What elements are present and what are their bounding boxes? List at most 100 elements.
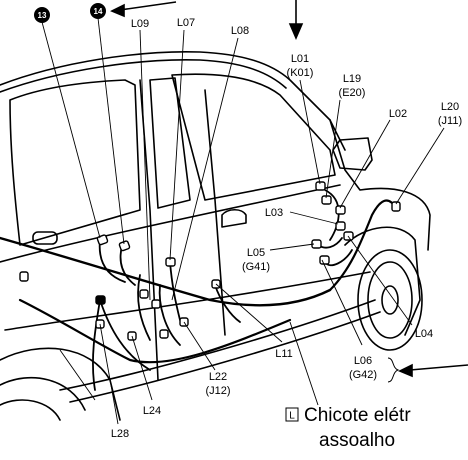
- wiring-harness: [0, 189, 398, 391]
- leader-l24: [131, 335, 153, 401]
- connector-l03: [335, 221, 346, 231]
- sill-line: [59, 299, 376, 391]
- legend: L Chicote elétr assoalho: [285, 405, 411, 451]
- connector-l08: [165, 257, 176, 267]
- connector-l09: [96, 234, 109, 246]
- harness-branch-mid: [137, 274, 151, 341]
- top-arrows: [110, 0, 468, 378]
- label-l06: L06: [354, 355, 372, 367]
- front-door-handle: [221, 208, 247, 228]
- label-j12: (J12): [205, 385, 230, 397]
- leader-m14: [97, 17, 125, 245]
- leader-l09: [139, 29, 151, 301]
- arrow-left-icon: [110, 3, 125, 18]
- label-l08: L08: [231, 25, 249, 37]
- leader-l02: [339, 119, 391, 209]
- arrow-right-shaft: [409, 364, 468, 371]
- leader-l11: [215, 283, 283, 343]
- label-l28: L28: [111, 428, 129, 440]
- connector-rear-2: [95, 295, 106, 305]
- rear-window: [9, 79, 141, 246]
- front-wheel-mid: [367, 261, 413, 339]
- connector-l20: [391, 201, 401, 212]
- roof-inner-line: [0, 58, 287, 93]
- rear-wheel: [0, 377, 86, 411]
- label-l07: L07: [177, 17, 195, 29]
- arrow-left-shaft: [119, 1, 177, 11]
- front-wheel-outer: [357, 249, 423, 351]
- connector-l02: [335, 205, 346, 215]
- front-fender: [344, 226, 421, 336]
- label-g41: (G41): [242, 261, 270, 273]
- label-l04: L04: [415, 328, 433, 340]
- door-lower-line: [4, 271, 371, 331]
- front-wheel-hub: [381, 285, 399, 315]
- connector-mid-4: [159, 329, 169, 339]
- leader-l22: [183, 321, 216, 371]
- bracket-brace: [387, 357, 400, 383]
- label-j11: (J11): [438, 115, 462, 127]
- harness-branch-mid-2: [158, 284, 181, 346]
- legend-icon-letter: L: [289, 411, 295, 422]
- harness-lower: [18, 298, 292, 364]
- leader-l19: [325, 99, 341, 199]
- legend-line-2: assoalho: [319, 430, 395, 451]
- label-g42: (G42): [349, 369, 377, 381]
- label-l09: L09: [131, 18, 149, 30]
- label-l20: L20: [441, 101, 459, 113]
- label-k01: (K01): [287, 67, 314, 79]
- leader-l08: [171, 37, 239, 301]
- harness-floor-front: [328, 199, 398, 292]
- a-pillar: [329, 119, 431, 251]
- rear-wheel-inner: [0, 399, 61, 421]
- legend-icon-box: [285, 407, 299, 422]
- leader-lines: [41, 17, 445, 425]
- label-l11: L11: [275, 348, 293, 360]
- labels: L09 L07 L08 L01 (K01) L19 (E20) L02 L20 …: [111, 17, 462, 440]
- label-l03: L03: [265, 207, 283, 219]
- marker-14: 14: [90, 3, 106, 19]
- harness-branch-l24: [99, 299, 151, 371]
- leader-l06: [321, 259, 363, 346]
- connector-mid-2: [151, 299, 161, 309]
- leader-floor: [289, 321, 319, 406]
- roof-line: [0, 50, 346, 151]
- leader-rear-arch: [59, 349, 96, 401]
- harness-branch-front-door: [214, 284, 241, 323]
- label-l01: L01: [291, 53, 309, 65]
- marker-13: 13: [34, 7, 50, 23]
- leader-l03: [289, 211, 339, 225]
- label-e20: (E20): [339, 87, 366, 99]
- leader-l04: [347, 235, 413, 326]
- rear-door-handle: [32, 231, 58, 245]
- label-l24: L24: [143, 405, 161, 417]
- leader-l05: [269, 243, 315, 251]
- harness-main-floor: [0, 236, 332, 307]
- leader-m13: [41, 21, 101, 239]
- arrow-right-icon: [398, 363, 413, 378]
- label-l22: L22: [209, 371, 227, 383]
- connector-rear-1: [19, 271, 29, 282]
- b-pillar: [139, 79, 159, 381]
- rear-wheel-arch: [0, 347, 121, 421]
- front-door-edge: [204, 89, 226, 336]
- leader-l07: [169, 29, 185, 261]
- legend-line-1: Chicote elétr: [304, 405, 411, 426]
- connector-l07: [118, 240, 131, 252]
- side-mirror: [332, 137, 373, 171]
- connector-l06: [319, 255, 330, 265]
- connector-l01: [315, 181, 326, 191]
- connector-mid-1: [139, 289, 149, 299]
- front-window: [171, 73, 336, 201]
- leader-l01: [299, 79, 321, 185]
- belt-line: [0, 184, 341, 263]
- harness-branch-rear-2: [119, 245, 136, 286]
- marker-13-text: 13: [38, 11, 47, 20]
- middle-window: [149, 77, 191, 209]
- harness-branch-l28: [92, 299, 101, 391]
- arrow-down-icon: [288, 23, 304, 41]
- marker-14-text: 14: [94, 7, 103, 16]
- label-l05: L05: [247, 247, 265, 259]
- leader-l28: [99, 323, 119, 425]
